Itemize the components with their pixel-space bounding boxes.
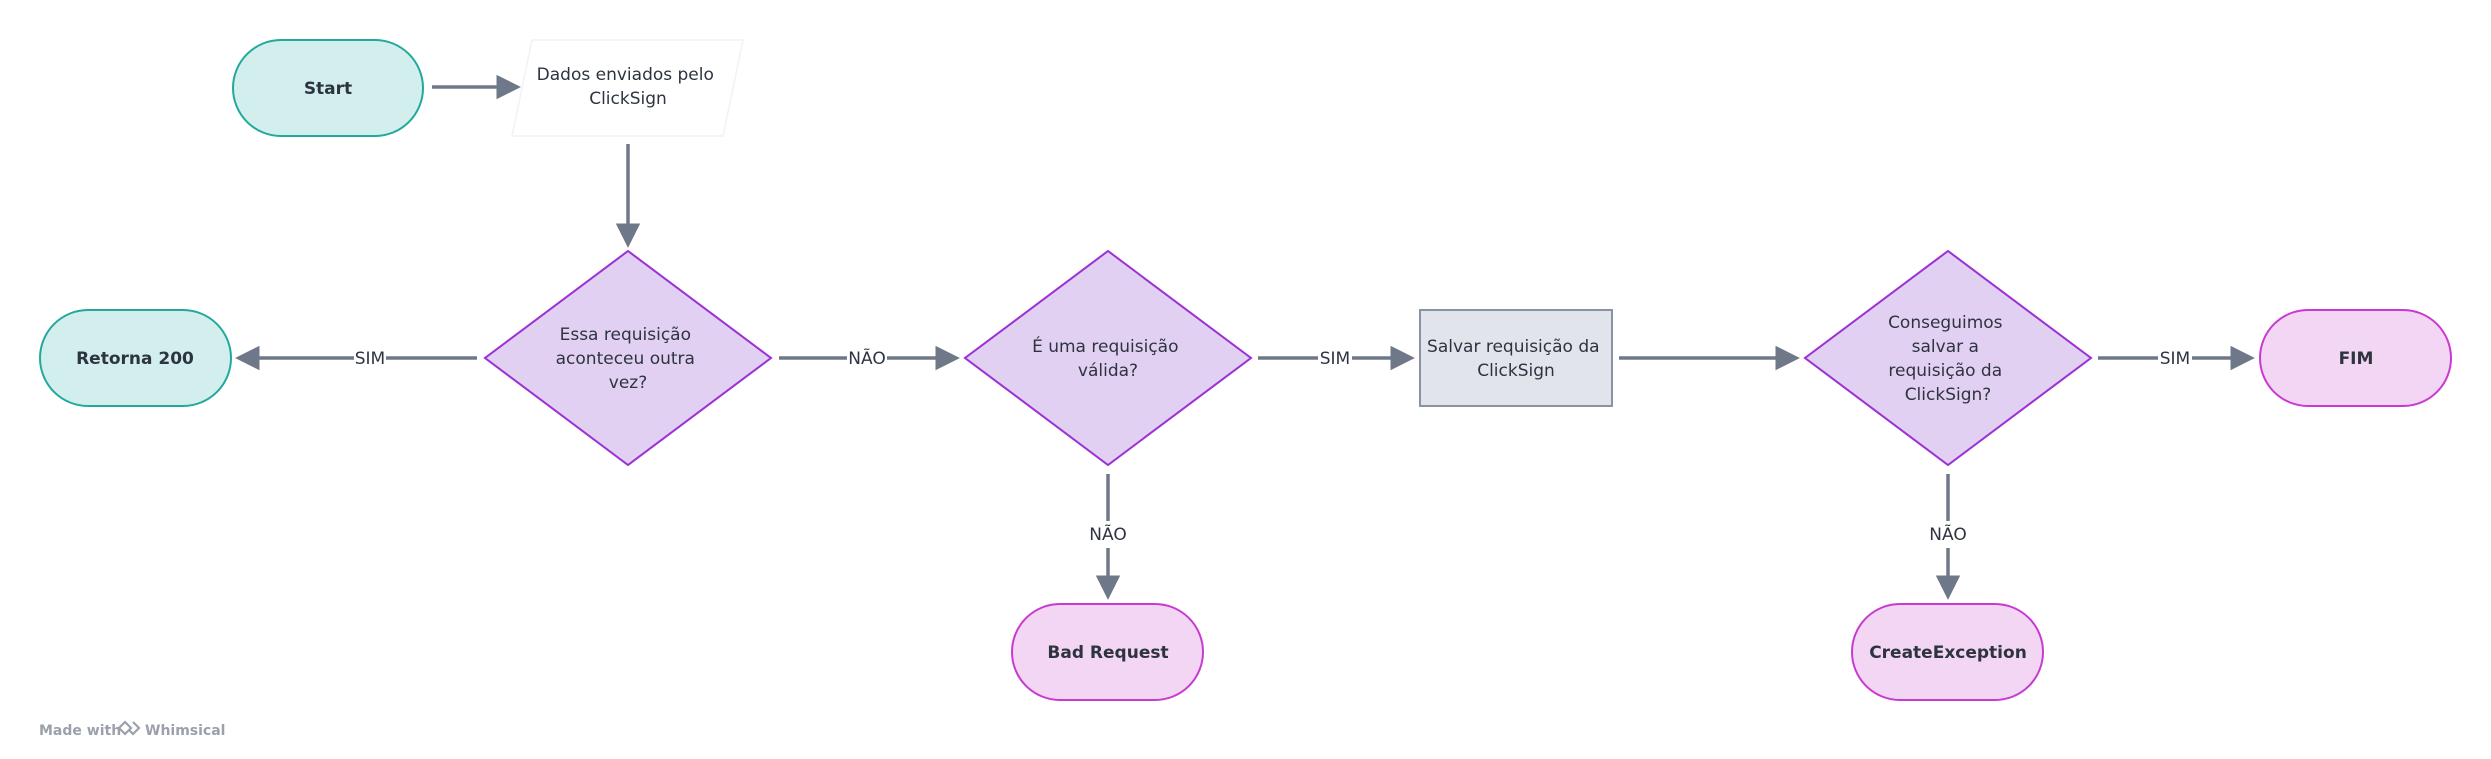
node-start-label: Start [304,79,352,99]
whimsical-logo-icon [117,720,141,736]
edge-labels: SIM NÃO SIM SIM NÃO NÃO [355,347,2190,545]
node-salvar-label: Salvar requisição da ClickSign [1427,337,1605,381]
edge-label-conseguimos-fim: SIM [2160,349,2190,369]
node-conseguimos-label: Conseguimos salvar a requisição da Click… [1888,313,2008,405]
node-bad-request[interactable]: Bad Request [1011,603,1204,701]
node-create-label: CreateException [1869,643,2027,663]
footer: Made with Whimsical [39,720,225,739]
node-retorna-200[interactable]: Retorna 200 [39,309,232,407]
node-dados-label: Dados enviados pelo ClickSign [537,65,720,109]
edge-label-valida-bad: NÃO [1089,523,1126,545]
node-requisicao-valida[interactable]: É uma requisição válida? [963,249,1253,467]
edge-label-essa-valida: NÃO [848,347,885,369]
footer-brand[interactable]: Whimsical [145,723,225,739]
edge-label-valida-salvar: SIM [1320,349,1350,369]
node-valida-label: É uma requisição válida? [1032,335,1184,381]
node-start[interactable]: Start [232,39,424,137]
footer-made-with: Made with [39,723,121,739]
node-retorna-label: Retorna 200 [76,349,194,369]
edge-label-conseguimos-create: NÃO [1929,523,1966,545]
node-conseguimos-salvar[interactable]: Conseguimos salvar a requisição da Click… [1803,249,2093,467]
node-dados[interactable]: Dados enviados pelo ClickSign [511,39,744,137]
node-essa-requisicao[interactable]: Essa requisição aconteceu outra vez? [483,249,773,467]
node-essa-label: Essa requisição aconteceu outra vez? [556,325,701,393]
edge-label-essa-retorna: SIM [355,349,385,369]
node-fim-label: FIM [2339,349,2374,369]
node-salvar-requisicao[interactable]: Salvar requisição da ClickSign [1419,309,1613,407]
node-bad-label: Bad Request [1047,643,1168,663]
node-fim[interactable]: FIM [2259,309,2452,407]
node-create-exception[interactable]: CreateException [1851,603,2044,701]
edges [235,74,2255,600]
